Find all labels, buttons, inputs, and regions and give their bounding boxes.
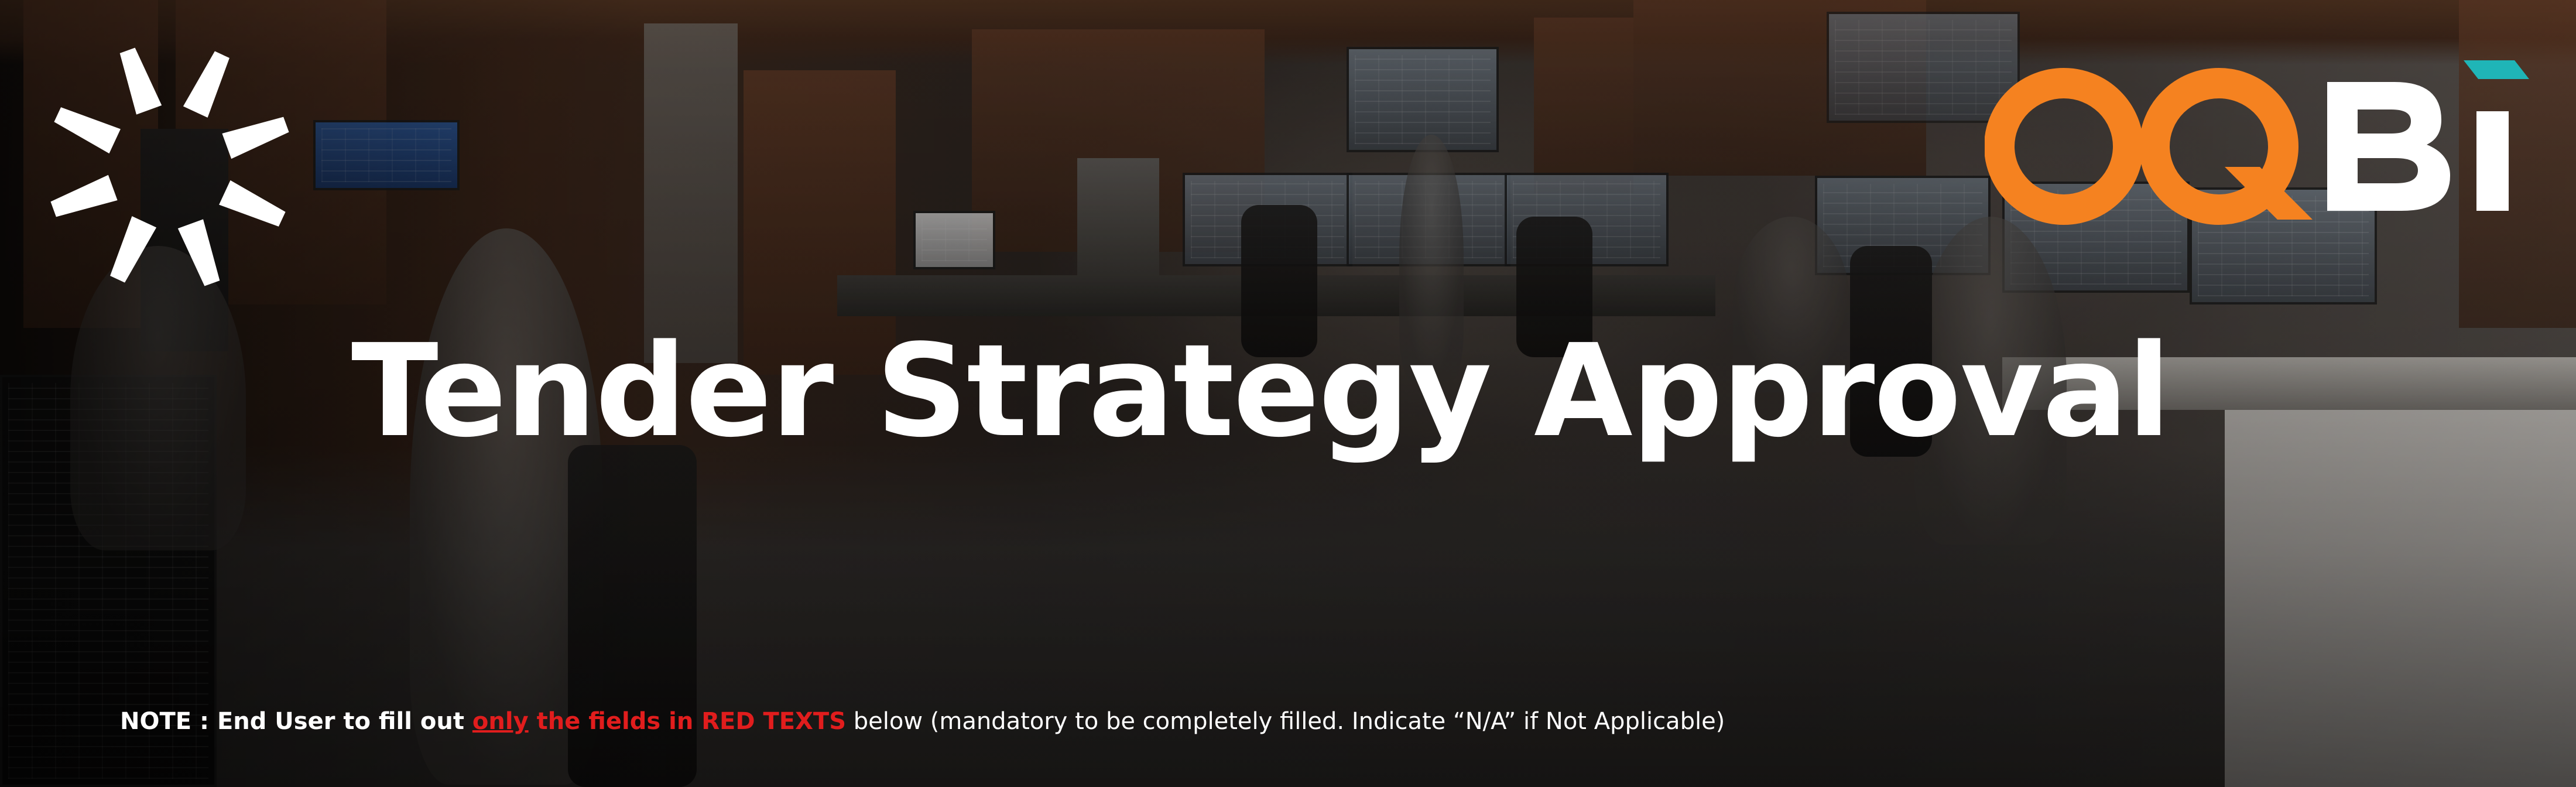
note-lead: End User to fill out <box>217 708 472 735</box>
note-rest: below (mandatory to be completely filled… <box>846 708 1725 735</box>
starburst-logo-icon <box>50 47 289 286</box>
note-only: only <box>472 708 529 735</box>
page-title: Tender Strategy Approval <box>351 317 2171 466</box>
note-gap <box>529 708 537 735</box>
oqbi-logo-icon <box>1985 60 2529 225</box>
note-fields: the fields in RED TEXTS <box>536 708 847 735</box>
note-prefix: NOTE : <box>120 708 217 735</box>
instruction-note: NOTE : End User to fill out only the fie… <box>120 707 1725 735</box>
